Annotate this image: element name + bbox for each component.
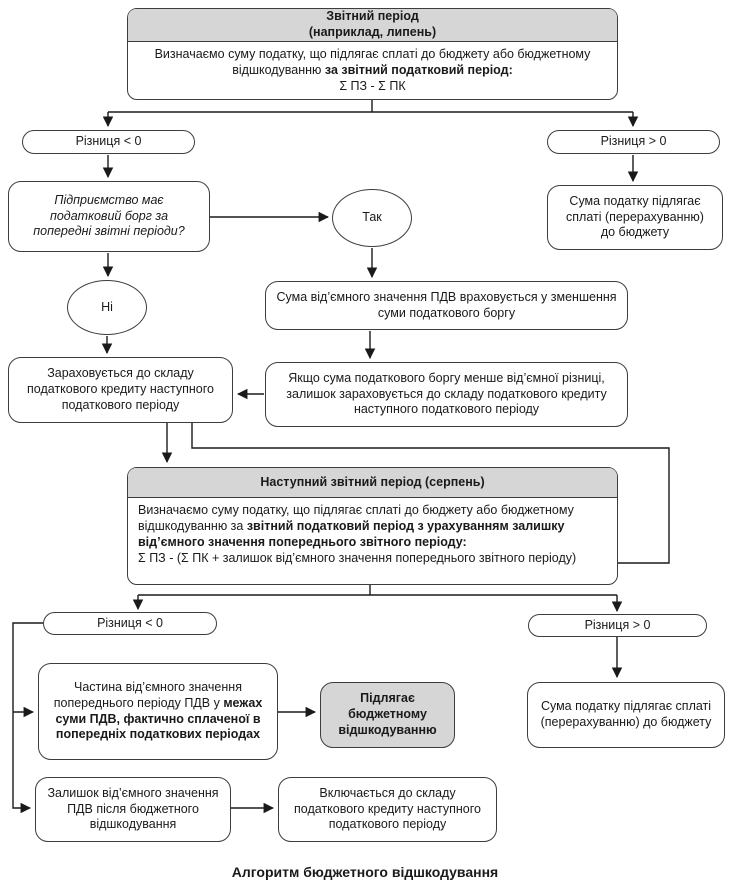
part-negative-bold: межах суми ПДВ, фактично сплаченої в поп… <box>55 695 263 742</box>
node-no: Ні <box>67 280 147 335</box>
node-reporting-period-july: Звітний період (наприклад, липень) Визна… <box>127 8 618 100</box>
node-pay-to-budget-bottom: Сума податку підлягає сплаті (перерахува… <box>527 682 725 748</box>
credit-text: Зараховується до складу податкового кред… <box>27 366 214 412</box>
period2-title: Наступний звітний період (серпень) <box>260 474 485 489</box>
remainder-after-text: Залишок від’ємного значення ПДВ після бю… <box>47 785 219 832</box>
included-credit-text: Включається до складу податкового кредит… <box>294 785 481 832</box>
pill-difference-negative-bottom: Різниця < 0 <box>43 612 217 635</box>
node-remainder-rule: Якщо сума податкового боргу менше від’єм… <box>265 362 628 427</box>
period2-formula: Σ ПЗ - (Σ ПК + залишок від’ємного значен… <box>138 550 577 565</box>
no-label: Ні <box>101 299 113 314</box>
node-part-negative-value: Частина від’ємного значення попереднього… <box>38 663 278 760</box>
pay-top-text: Сума податку підлягає сплаті (перерахува… <box>566 193 704 240</box>
period2-body-bold: звітний податковий період з урахуванням … <box>138 518 565 549</box>
rail-to-remainder <box>12 622 43 814</box>
node-subject-to-refund: Підлягає бюджетному відшкодуванню <box>320 682 455 748</box>
period1-title-line2: (наприклад, липень) <box>308 24 437 39</box>
pill-label: Різниця > 0 <box>600 134 667 149</box>
part-negative-regular: Частина від’ємного значення попереднього… <box>53 679 242 710</box>
node-pay-to-budget-top: Сума податку підлягає сплаті (перерахува… <box>547 185 723 250</box>
node-credit-next-period: Зараховується до складу податкового кред… <box>8 357 233 423</box>
pill-label: Різниця < 0 <box>75 134 142 149</box>
period1-body: Визначаємо суму податку, що підлягає спл… <box>128 42 617 100</box>
period1-formula: Σ ПЗ - Σ ПК <box>339 78 406 93</box>
pill-label: Різниця < 0 <box>97 615 163 630</box>
period2-header: Наступний звітний період (серпень) <box>128 468 617 498</box>
period2-body: Визначаємо суму податку, що підлягає спл… <box>128 498 617 572</box>
period1-body-text: Визначаємо суму податку, що підлягає спл… <box>154 46 591 77</box>
offset-text: Сума від’ємного значення ПДВ враховуєтьс… <box>276 289 617 320</box>
remainder-rule-text: Якщо сума податкового боргу менше від’єм… <box>286 370 607 417</box>
node-included-in-credit: Включається до складу податкового кредит… <box>278 777 497 842</box>
node-yes: Так <box>332 189 412 247</box>
pill-difference-positive-bottom: Різниця > 0 <box>528 614 707 637</box>
yes-label: Так <box>362 210 382 225</box>
period1-title-line1: Звітний період <box>326 9 419 23</box>
pill-label: Різниця > 0 <box>584 617 651 632</box>
pill-difference-negative-top: Різниця < 0 <box>22 130 195 154</box>
pill-difference-positive-top: Різниця > 0 <box>547 130 720 154</box>
period1-header: Звітний період (наприклад, липень) <box>128 9 617 42</box>
period2-body-text: Визначаємо суму податку, що підлягає спл… <box>138 503 574 533</box>
split-line-top <box>108 100 633 113</box>
diagram-caption: Алгоритм бюджетного відшкодування <box>231 864 499 880</box>
node-question-tax-debt: Підприємство має податковий борг за попе… <box>8 181 210 252</box>
part-negative-text: Частина від’ємного значення попереднього… <box>49 680 267 744</box>
question-text: Підприємство має податковий борг за попе… <box>33 192 185 239</box>
node-offset-tax-debt: Сума від’ємного значення ПДВ враховуєтьс… <box>265 281 628 330</box>
pay-bottom-text: Сума податку підлягає сплаті (перерахува… <box>540 699 712 729</box>
node-next-period-august: Наступний звітний період (серпень) Визна… <box>127 467 618 585</box>
node-remainder-after-refund: Залишок від’ємного значення ПДВ після бю… <box>35 777 231 842</box>
split-line-bottom <box>138 585 617 596</box>
period1-body-bold: за звітний податковий період: <box>324 62 513 77</box>
refundable-text: Підлягає бюджетному відшкодуванню <box>338 691 437 737</box>
